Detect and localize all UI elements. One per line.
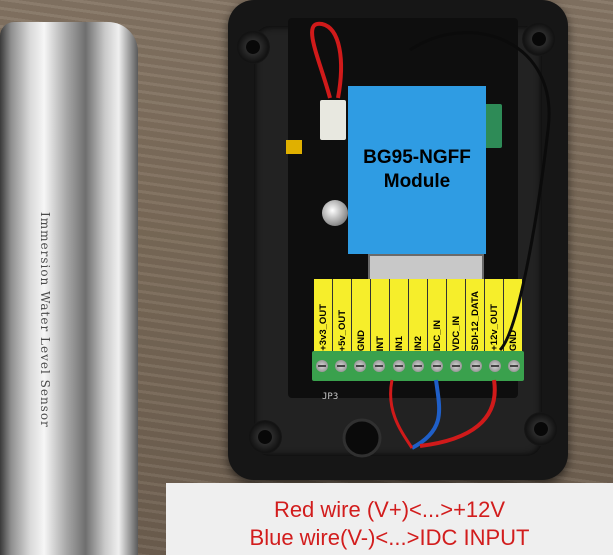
mount-hole-icon: [248, 420, 282, 454]
terminal-screw-icon: [447, 351, 466, 381]
board-code-text: JP3: [322, 392, 339, 402]
bg95-module-label-box: BG95-NGFF Module: [348, 86, 486, 254]
sensor-engraving-text: Immersion Water Level Sensor: [38, 212, 52, 428]
pin-label: INT: [371, 279, 390, 351]
yellow-jumper: [286, 140, 302, 154]
antenna-cable: [409, 31, 551, 352]
wiring-caption: Red wire (V+)<...>+12V Blue wire(V-)<...…: [166, 483, 613, 555]
pin-label: GND: [352, 279, 371, 351]
mount-hole-icon: [522, 22, 556, 56]
green-chip: [484, 104, 502, 148]
terminal-screw-icon: [370, 351, 389, 381]
red-wire-top: [310, 21, 344, 99]
red-wire-bottom: [419, 379, 497, 448]
terminal-screw-icon: [408, 351, 427, 381]
pin-label: +5v_OUT: [333, 279, 352, 351]
caption-line2: Blue wire(V-)<...>IDC INPUT: [249, 525, 530, 550]
cable-gland: [342, 418, 382, 458]
caption-line1: Red wire (V+)<...>+12V: [273, 497, 506, 522]
green-terminal-block: [312, 351, 524, 381]
terminal-screw-icon: [312, 351, 331, 381]
pin-label: SDI-12_DATA: [466, 279, 485, 351]
pin-label-strip: +3v3_OUT +5v_OUT GND INT IN1 IN2 IDC_IN …: [314, 279, 522, 351]
terminal-screw-icon: [331, 351, 350, 381]
module-label-line2: Module: [383, 171, 451, 192]
capacitor: [322, 200, 348, 226]
water-level-sensor-cylinder: Immersion Water Level Sensor: [0, 22, 138, 555]
pin-label: IDC_IN: [428, 279, 447, 351]
terminal-screw-icon: [485, 351, 504, 381]
mount-hole-icon: [236, 30, 270, 64]
mount-hole-icon: [524, 412, 558, 446]
pin-label: IN1: [390, 279, 409, 351]
pin-label: +12v_OUT: [485, 279, 504, 351]
ngff-socket: [368, 254, 484, 282]
red-wire-left: [389, 379, 414, 449]
pin-label: IN2: [409, 279, 428, 351]
terminal-screw-icon: [389, 351, 408, 381]
pin-label: VDC_IN: [447, 279, 466, 351]
terminal-screw-icon: [505, 351, 524, 381]
terminal-screw-icon: [466, 351, 485, 381]
terminal-screw-icon: [351, 351, 370, 381]
pin-label: +3v3_OUT: [314, 279, 333, 351]
white-connector: [320, 100, 346, 140]
module-label-line1: BG95-NGFF: [363, 147, 471, 168]
blue-wire: [411, 379, 442, 450]
terminal-screw-icon: [428, 351, 447, 381]
